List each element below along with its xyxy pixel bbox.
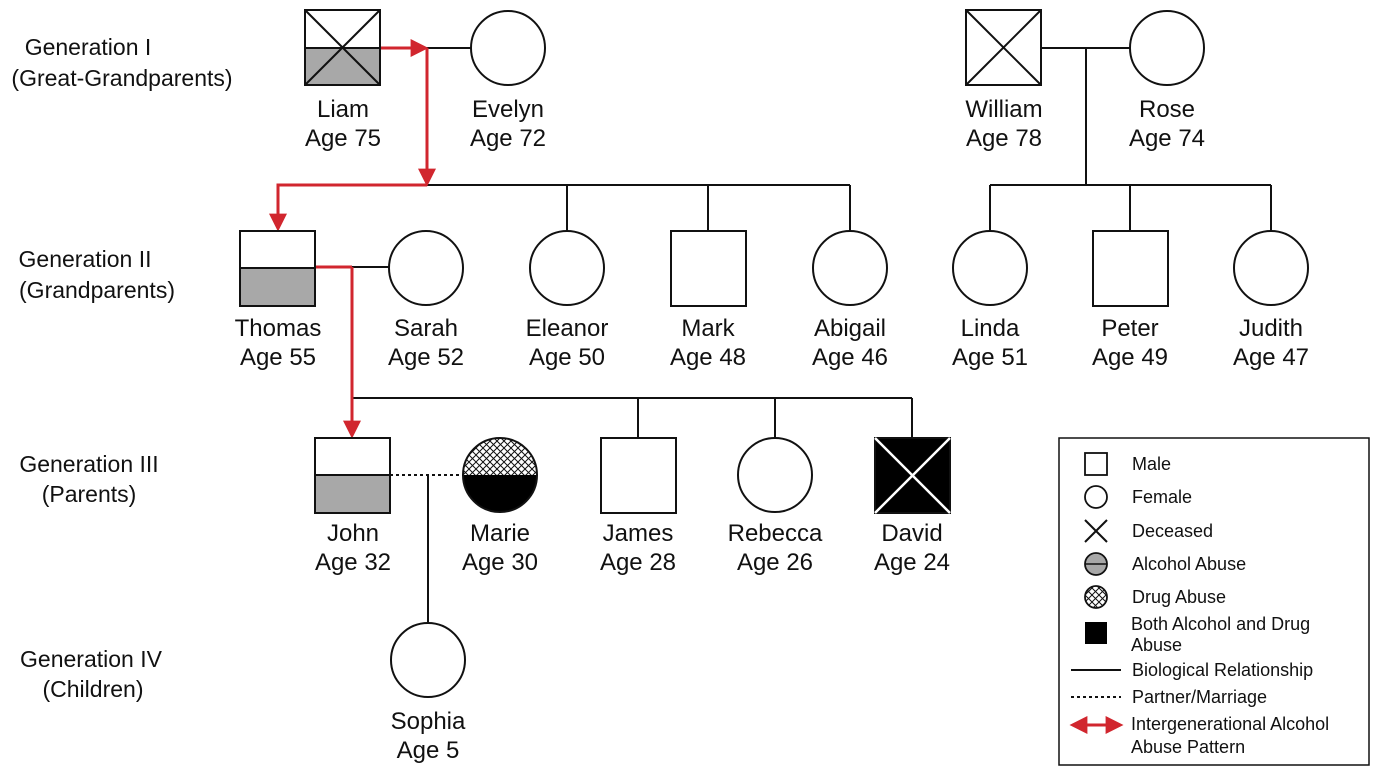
legend: Male Female Deceased Alcohol Abuse Drug … [1058, 437, 1370, 766]
legend-label-partner: Partner/Marriage [1132, 687, 1267, 707]
generation-4-title: Generation IV [20, 646, 163, 672]
person-evelyn[interactable] [470, 10, 546, 86]
name-sarah: Sarah [394, 315, 458, 342]
person-eleanor[interactable] [529, 230, 605, 306]
person-james[interactable] [600, 437, 677, 514]
age-marie: Age 30 [462, 549, 538, 576]
age-david: Age 24 [874, 549, 950, 576]
person-judith[interactable] [1233, 230, 1309, 306]
age-eleanor: Age 50 [529, 344, 605, 371]
name-marie: Marie [470, 520, 530, 547]
generation-2-title: Generation II [19, 246, 152, 272]
name-liam: Liam [317, 96, 369, 123]
legend-both-icon [1085, 622, 1107, 644]
generation-4-subtitle: (Children) [43, 676, 144, 702]
name-rose: Rose [1139, 96, 1195, 123]
name-eleanor: Eleanor [526, 315, 609, 342]
age-john: Age 32 [315, 549, 391, 576]
person-sophia[interactable] [390, 622, 466, 698]
legend-label-pattern: Intergenerational Alcohol Abuse Pattern [1131, 714, 1330, 757]
legend-label-both: Both Alcohol and Drug Abuse [1131, 614, 1311, 655]
intergenerational-pattern-arrows [269, 39, 436, 439]
age-james: Age 28 [600, 549, 676, 576]
legend-alcohol-icon [1084, 552, 1108, 576]
person-john[interactable] [314, 437, 391, 514]
legend-both-wrap: Both Alcohol and Drug Abuse [1131, 614, 1311, 655]
legend-male-icon [1084, 452, 1108, 476]
age-liam: Age 75 [305, 125, 381, 152]
name-abigail: Abigail [814, 315, 886, 342]
name-william: William [965, 96, 1042, 123]
legend-label-drug: Drug Abuse [1132, 587, 1226, 607]
name-sophia: Sophia [391, 708, 466, 735]
generation-3-title: Generation III [19, 451, 158, 477]
person-liam[interactable] [304, 9, 381, 86]
age-rose: Age 74 [1129, 125, 1205, 152]
person-marie[interactable] [460, 437, 540, 515]
legend-drug-icon [1084, 585, 1108, 609]
person-abigail[interactable] [812, 230, 888, 306]
name-james: James [603, 520, 674, 547]
name-mark: Mark [681, 315, 735, 342]
generation-labels: Generation I (Great-Grandparents) Genera… [11, 34, 232, 702]
age-rebecca: Age 26 [737, 549, 813, 576]
age-linda: Age 51 [952, 344, 1028, 371]
name-john: John [327, 520, 379, 547]
generation-3-subtitle: (Parents) [42, 481, 137, 507]
name-linda: Linda [961, 315, 1020, 342]
age-judith: Age 47 [1233, 344, 1309, 371]
people [239, 9, 1309, 698]
person-sarah[interactable] [388, 230, 464, 306]
name-judith: Judith [1239, 315, 1303, 342]
legend-label-deceased: Deceased [1132, 521, 1213, 541]
person-david[interactable] [874, 437, 951, 514]
legend-label-male: Male [1132, 454, 1171, 474]
name-rebecca: Rebecca [728, 520, 823, 547]
legend-label-alcohol: Alcohol Abuse [1132, 554, 1246, 574]
person-william[interactable] [965, 9, 1042, 86]
legend-label-female: Female [1132, 487, 1192, 507]
legend-female-icon [1084, 485, 1108, 509]
person-thomas[interactable] [239, 230, 316, 307]
age-mark: Age 48 [670, 344, 746, 371]
age-peter: Age 49 [1092, 344, 1168, 371]
age-sarah: Age 52 [388, 344, 464, 371]
legend-box [1058, 437, 1370, 766]
age-thomas: Age 55 [240, 344, 316, 371]
person-labels: Liam Age 75 Evelyn Age 72 William Age 78… [235, 96, 1309, 764]
name-thomas: Thomas [235, 315, 322, 342]
person-peter[interactable] [1092, 230, 1169, 307]
generation-2-subtitle: (Grandparents) [19, 277, 175, 303]
person-rebecca[interactable] [737, 437, 813, 513]
age-william: Age 78 [966, 125, 1042, 152]
pattern-arrow-to-thomas [269, 183, 427, 232]
age-evelyn: Age 72 [470, 125, 546, 152]
person-linda[interactable] [952, 230, 1028, 306]
generation-1-title: Generation I [25, 34, 152, 60]
name-david: David [881, 520, 942, 547]
age-sophia: Age 5 [397, 737, 460, 764]
generation-1-subtitle: (Great-Grandparents) [11, 65, 232, 91]
name-peter: Peter [1101, 315, 1158, 342]
age-abigail: Age 46 [812, 344, 888, 371]
person-mark[interactable] [670, 230, 747, 307]
legend-pattern-wrap: Intergenerational Alcohol Abuse Pattern [1131, 714, 1330, 757]
legend-label-biological: Biological Relationship [1132, 660, 1313, 680]
name-evelyn: Evelyn [472, 96, 544, 123]
legend-deceased-icon [1084, 519, 1108, 543]
person-rose[interactable] [1129, 10, 1205, 86]
